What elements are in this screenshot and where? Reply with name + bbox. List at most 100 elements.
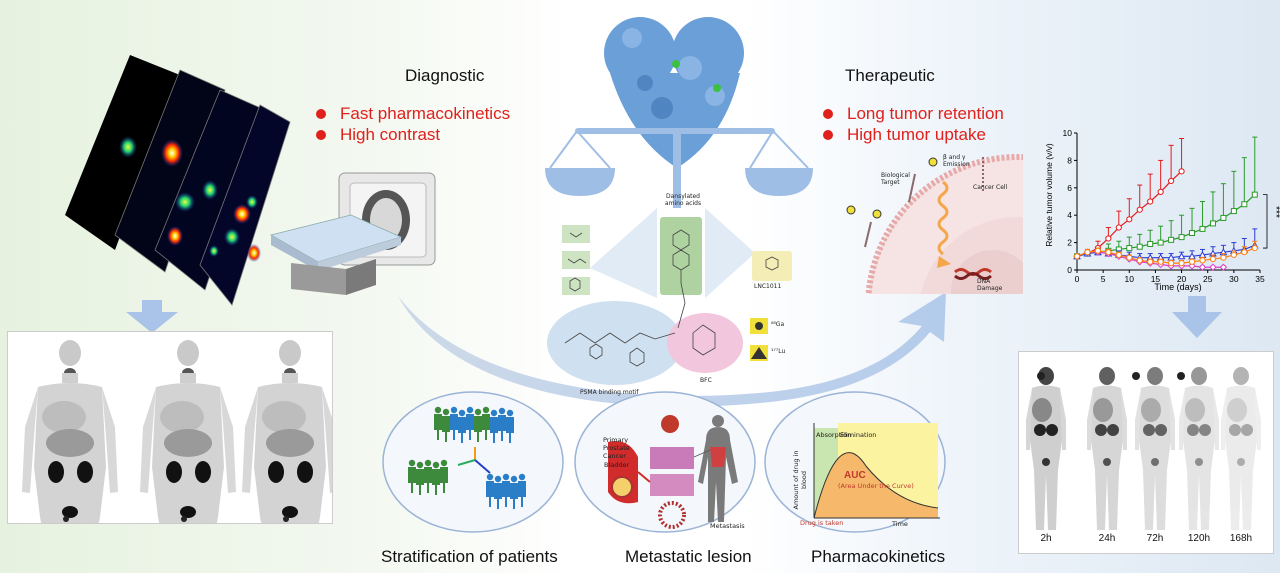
data-point [1199,225,1206,232]
pk-yaxis-label: Amount of drug in blood [792,450,808,510]
data-point [1105,249,1112,256]
significance-bracket [1263,194,1268,249]
caption-pharmacokinetics: Pharmacokinetics [811,547,946,566]
y-tick-label: 10 [1063,128,1073,138]
elimination-label: Elimination [840,431,877,439]
x-tick-label: 25 [1203,274,1213,284]
data-point [1136,206,1143,213]
ligand-structure: Dansylated amino acids LNC1011 PSMA bind… [540,193,800,405]
x-tick-label: 15 [1151,274,1161,284]
auc-label: AUC [844,470,866,481]
data-point [1126,254,1133,261]
data-point [1147,198,1154,205]
time-label-120h: 120h [1187,533,1211,544]
psma-motif-label: PSMA binding motif [580,389,639,396]
data-point [1219,263,1228,271]
diagnostic-pet-panel [7,331,338,557]
bullet-dot [823,109,833,119]
diagnostic-heading: Diagnostic [405,66,485,85]
series-0 [1073,137,1185,260]
data-point [1188,258,1196,265]
series-4 [1073,240,1258,267]
data-point [1220,254,1227,261]
data-point [1251,191,1258,198]
molecule-drawing [547,208,792,385]
data-point [1230,251,1237,259]
metastatic-illustration: Primary Prostate Cancer Bladder Metastas… [598,412,750,532]
time-label-168h: 168h [1229,533,1253,544]
series-line [1076,247,1255,264]
x-tick-label: 10 [1125,274,1135,284]
therapeutic-pet-panel: 2h 24h 72h 120h 168h [1018,351,1274,554]
data-point [1073,253,1081,260]
data-point [1168,177,1175,185]
data-point [1147,258,1154,265]
series-line [1076,194,1256,257]
data-point [1157,239,1164,246]
data-point [1126,245,1133,252]
dansyl-label: Dansylated amino acids [664,193,702,207]
patient-groups-icon [408,406,526,509]
chart-x-label: Time (days) [1154,282,1201,292]
isotope-ga-label: ⁶⁸Ga [771,321,785,328]
data-point [1230,208,1237,215]
data-point [1241,201,1248,208]
balance-scale [545,17,813,208]
data-point [1126,216,1133,223]
data-point [1209,255,1217,263]
time-label-2h: 2h [1040,533,1052,544]
emission-label: β and γ Emission [943,154,970,168]
y-tick-label: 4 [1067,210,1072,220]
diagnostic-point-2: High contrast [316,125,440,145]
caption-metastatic: Metastatic lesion [625,547,752,566]
data-point [1147,240,1154,247]
data-point [1220,214,1227,221]
compound-label: LNC1011 [754,283,782,290]
metastasis-drawing [608,415,738,529]
data-point [1094,247,1102,254]
therapeutic-heading: Therapeutic [845,66,935,85]
isotope-lu-label: ¹⁷⁷Lu [771,348,786,355]
bladder-label: Bladder [604,461,630,469]
data-point [1136,257,1143,264]
pet-scanner-icon [269,172,436,295]
data-point [1198,263,1207,271]
data-point [1115,251,1122,259]
data-point [1241,249,1248,256]
timecourse-scans [1026,367,1261,530]
biological-target-label: Biological Target [881,172,910,186]
pk-curve [813,423,940,519]
bullet-dot [316,130,326,140]
therapeutic-point-2-text: High tumor uptake [847,125,986,144]
caption-stratification: Stratification of patients [381,547,558,566]
time-label-72h: 72h [1146,533,1164,544]
therapeutic-point-2: High tumor uptake [823,125,986,145]
x-tick-label: 5 [1101,274,1106,284]
data-point [1209,263,1217,271]
data-point [1168,236,1175,243]
cancer-cell-drawing [846,154,1023,294]
therapeutic-point-1-text: Long tumor retention [847,104,1004,123]
x-tick-label: 35 [1255,274,1265,284]
y-tick-label: 6 [1067,183,1072,193]
data-point [1178,260,1185,267]
bullet-dot [823,130,833,140]
protein-structure [604,17,744,168]
chart-series [1073,136,1259,271]
x-tick-label: 0 [1075,274,1080,284]
metastasis-label: Metastasis [710,522,745,530]
bfc-label: BFC [700,377,712,384]
bullet-dot [316,109,326,119]
diagnostic-point-1: Fast pharmacokinetics [316,104,510,124]
auc-sub-label: (Area Under the Curve) [838,482,914,490]
y-tick-label: 0 [1067,265,1072,275]
data-point [1105,235,1112,242]
chart-y-label: Relative tumor volume (v/v) [1044,143,1054,247]
pk-time-label: Time [892,520,908,528]
data-point [1157,188,1164,196]
data-point [1251,244,1258,252]
cancer-cell-label: Cancer Cell [973,184,1008,191]
data-point [1136,243,1143,250]
